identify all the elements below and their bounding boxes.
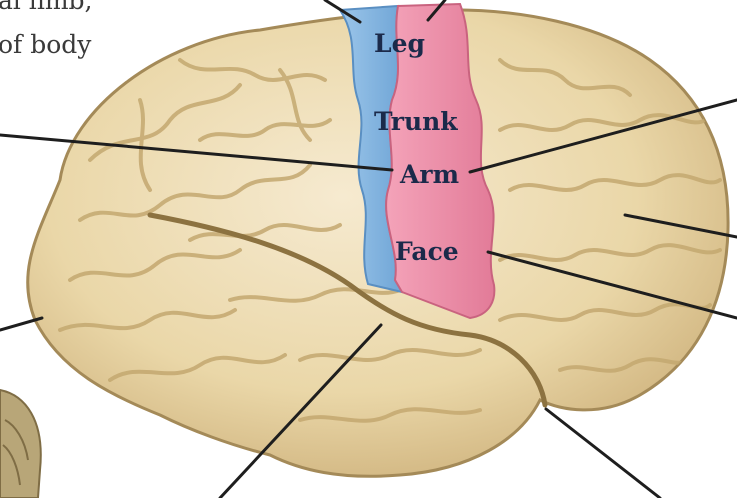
label-trunk: Trunk [374, 107, 458, 136]
label-face: Face [395, 237, 459, 266]
leader-line-occipital [546, 409, 660, 498]
label-leg: Leg [374, 29, 425, 58]
label-arm: Arm [399, 160, 459, 189]
cerebellum-shape [0, 390, 41, 498]
